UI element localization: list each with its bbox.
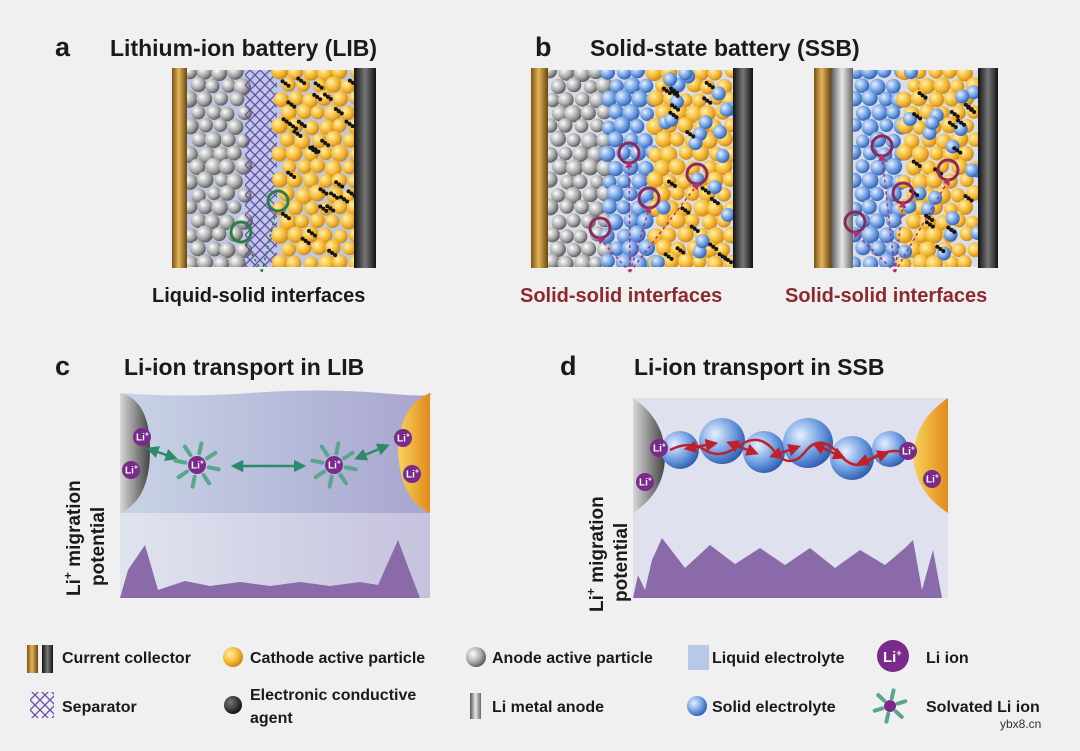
legend: Current collector Cathode active particl… (27, 640, 1040, 727)
interface-marker (266, 189, 290, 213)
solid-solid-interfaces-label-left: Solid-solid interfaces (520, 285, 722, 307)
potential-profile (633, 538, 948, 598)
legend-current-collector: Current collector (27, 645, 191, 673)
svg-text:Li+: Li+ (191, 460, 204, 472)
li-ion (403, 465, 421, 483)
legend-liquid-electrolyte: Liquid electrolyte (688, 645, 845, 670)
svg-text:Anode active particle: Anode active particle (492, 650, 653, 667)
anode-current-collector (814, 68, 831, 268)
li-metal-anode (831, 68, 853, 268)
panel-d-title: Li-ion transport in SSB (634, 354, 884, 380)
svg-text:Li+: Li+ (902, 446, 915, 458)
anode-surface (120, 393, 150, 513)
ssb-cell-graphite (531, 68, 753, 273)
svg-text:potential: potential (88, 507, 109, 586)
interface-marker (229, 220, 253, 244)
svg-text:Solvated Li ion: Solvated Li ion (926, 699, 1040, 716)
svg-text:Liquid electrolyte: Liquid electrolyte (712, 650, 845, 667)
solid-electrolyte-sphere (699, 418, 745, 464)
li-ion (636, 473, 654, 491)
panel-d-letter: d (560, 351, 577, 381)
cathode-particles (271, 70, 354, 267)
panel-c-letter: c (55, 351, 70, 381)
legend-anode-particle: Anode active particle (466, 647, 653, 667)
panel-c-title: Li-ion transport in LIB (124, 354, 364, 380)
cathode-particles (645, 70, 733, 267)
watermark: ybx8.cn (1000, 717, 1041, 731)
li-ion (899, 442, 917, 460)
svg-text:Li+ migration: Li+ migration (61, 480, 85, 596)
svg-text:Li+: Li+ (639, 477, 652, 489)
svg-text:Li+: Li+ (406, 469, 419, 481)
li-ion (923, 470, 941, 488)
legend-li-metal-anode: Li metal anode (470, 693, 604, 719)
svg-text:Li+: Li+ (653, 443, 666, 455)
y-axis-label-d: Li+ migration potential (584, 496, 632, 612)
legend-solid-electrolyte: Solid electrolyte (687, 696, 836, 716)
svg-text:Li ion: Li ion (926, 650, 969, 667)
svg-text:potential: potential (611, 523, 632, 602)
legend-solvated-li-ion: Solvated Li ion (872, 688, 1040, 724)
svg-text:Li+ migration: Li+ migration (584, 496, 608, 612)
svg-text:Current collector: Current collector (62, 650, 191, 667)
y-axis-label-c: Li+ migration potential (61, 480, 109, 596)
legend-separator: Separator (30, 692, 137, 718)
lib-cell (172, 68, 376, 273)
ssb-transport-diagram: Li+ Li+ Li+ Li+ (633, 398, 948, 598)
svg-text:Li+: Li+ (125, 465, 138, 477)
svg-text:Li+: Li+ (397, 433, 410, 445)
panel-b-letter: b (535, 32, 552, 62)
cathode-current-collector (354, 68, 376, 268)
li-ion (394, 429, 412, 447)
svg-text:Li+: Li+ (328, 460, 341, 472)
li-ion (325, 456, 343, 474)
svg-text:Li+: Li+ (136, 432, 149, 444)
liquid-solid-interfaces-label: Liquid-solid interfaces (152, 285, 365, 307)
svg-text:Li+: Li+ (926, 474, 939, 486)
anode-current-collector (531, 68, 548, 268)
cathode-surface (398, 393, 430, 513)
svg-text:Separator: Separator (62, 699, 137, 716)
li-ion (650, 439, 668, 457)
svg-text:Solid electrolyte: Solid electrolyte (712, 699, 836, 716)
solid-electrolyte-sphere (830, 436, 874, 480)
panel-a-title: Lithium-ion battery (LIB) (110, 35, 377, 61)
svg-text:Cathode active particle: Cathode active particle (250, 650, 425, 667)
legend-cathode-particle: Cathode active particle (223, 647, 425, 667)
solid-electrolyte-particles (853, 70, 911, 267)
lib-transport-diagram: Li+ Li+ Li+ Li+ Li+ Li+ (120, 390, 432, 598)
cathode-particles (895, 70, 978, 267)
cathode-current-collector (733, 68, 753, 268)
ssb-cell-li-metal (814, 68, 998, 273)
svg-text:Li+: Li+ (883, 648, 902, 666)
li-ion (133, 428, 151, 446)
anode-particles (187, 70, 253, 267)
cathode-current-collector (978, 68, 998, 268)
solid-solid-interfaces-label-right: Solid-solid interfaces (785, 285, 987, 307)
li-ion (188, 456, 206, 474)
anode-current-collector (172, 68, 187, 268)
legend-li-ion: Li+ Li ion (877, 640, 969, 672)
interface-pointer (244, 210, 277, 273)
potential-profile (120, 540, 430, 598)
svg-text:Li metal anode: Li metal anode (492, 699, 604, 716)
svg-text:agent: agent (250, 710, 293, 727)
svg-text:Electronic conductive: Electronic conductive (250, 687, 416, 704)
legend-conductive-agent: Electronic conductive agent (224, 687, 416, 727)
panel-a-letter: a (55, 32, 71, 62)
solid-electrolyte-sphere (743, 431, 785, 473)
panel-b-title: Solid-state battery (SSB) (590, 35, 860, 61)
li-ion (122, 461, 140, 479)
